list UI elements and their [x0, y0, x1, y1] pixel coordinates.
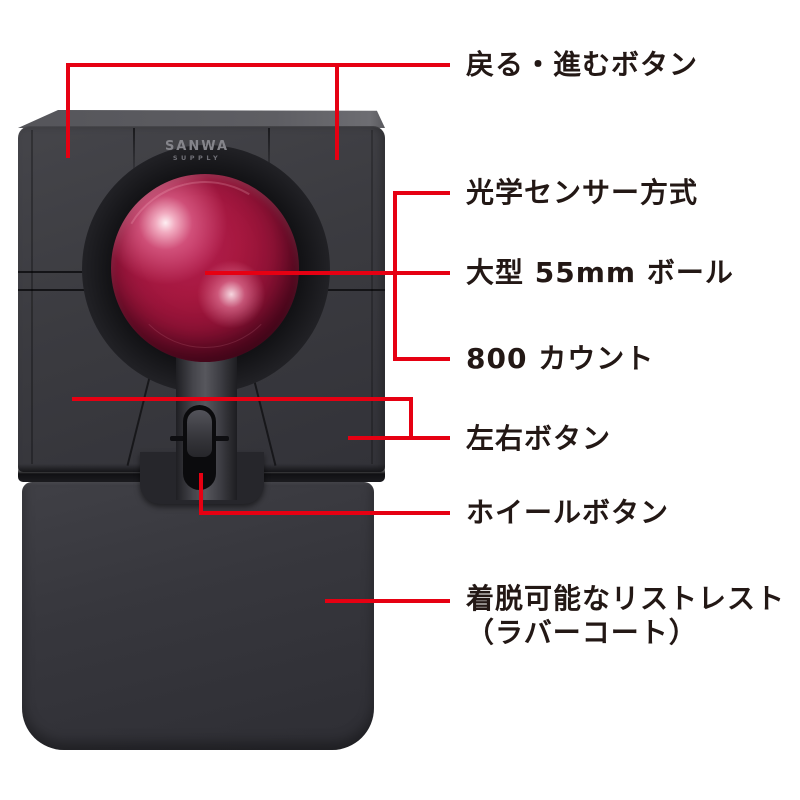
label-wrist-rest-line2: （ラバーコート）: [466, 616, 698, 649]
label-wrist-rest-line1: 着脱可能なリストレスト: [466, 582, 786, 615]
brand-sub-name: SUPPLY: [172, 154, 222, 162]
leader-sensor-count-bracket: [393, 191, 450, 361]
device-top-surface: [18, 110, 385, 128]
label-wrist-rest: 着脱可能なリストレスト （ラバーコート）: [466, 582, 785, 650]
panel-seam: [133, 128, 135, 188]
wrist-rest: [22, 482, 374, 750]
leader-wheel: [199, 473, 450, 515]
label-optical-sensor: 光学センサー方式: [466, 176, 699, 209]
leader-left-right-top: [72, 397, 413, 438]
panel-seam: [268, 128, 270, 188]
label-count: 800 カウント: [466, 342, 655, 375]
label-ball-size: 大型 55mm ボール: [466, 256, 734, 289]
side-bevel: [31, 130, 33, 464]
panel-seam: [300, 289, 385, 291]
brand-logo: SANWA SUPPLY: [157, 140, 237, 162]
side-bevel: [371, 130, 373, 464]
scroll-wheel: [187, 410, 212, 457]
panel-seam: [18, 289, 103, 291]
trackball-ball: [111, 174, 299, 362]
label-back-forward-buttons: 戻る・進むボタン: [466, 48, 699, 81]
wheel-axle-notch: [214, 436, 229, 441]
wheel-axle-notch: [170, 436, 185, 441]
label-wheel-button: ホイールボタン: [466, 496, 670, 529]
brand-name: SANWA: [164, 139, 230, 154]
leader-back-forward: [66, 63, 450, 158]
label-left-right-buttons: 左右ボタン: [466, 422, 612, 455]
panel-seam: [18, 271, 100, 273]
